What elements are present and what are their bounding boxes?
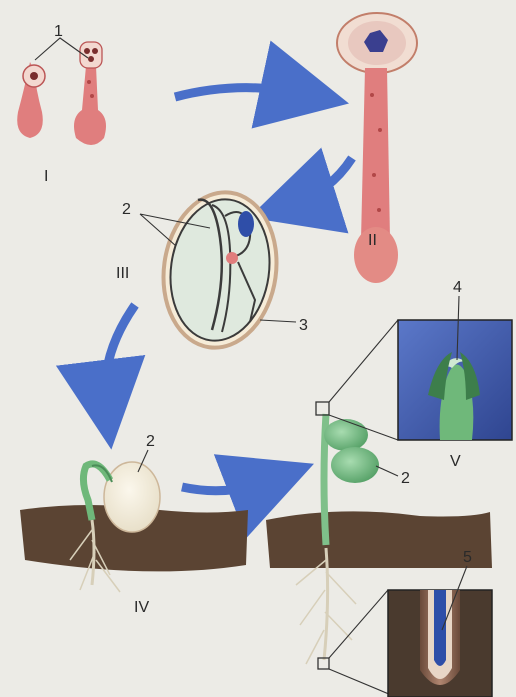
stage-label-iv: IV: [134, 599, 149, 616]
soil-right: [266, 511, 492, 568]
part-label-2-sprout: 2: [146, 433, 155, 450]
stage-label-i: I: [44, 168, 48, 185]
part-label-3: 3: [299, 317, 308, 334]
stage-label-iii: III: [116, 265, 129, 282]
label-3-leader: [260, 320, 296, 322]
pollen-grain-right: [74, 42, 106, 145]
label-2-leader-seedling: [376, 466, 398, 476]
stage-iii-seed-section: 2 3 III: [116, 185, 308, 355]
stage-label-v: V: [450, 453, 461, 470]
part-label-5: 5: [463, 549, 472, 566]
arrow-iv-to-seedling: [182, 480, 272, 491]
shoot-tip-marker: [316, 402, 329, 415]
part-label-1: 1: [54, 23, 63, 40]
pollen-grain-left: [17, 62, 45, 138]
part-label-2-seedling: 2: [401, 470, 410, 487]
stage-label-ii: II: [368, 232, 377, 249]
stage-i-pollen: 1 I: [17, 23, 106, 185]
arrow-i-to-ii: [175, 88, 305, 97]
part-label-4: 4: [453, 279, 462, 296]
part-label-2-seed: 2: [122, 201, 131, 218]
arrow-ii-to-iii: [292, 158, 352, 204]
inset-root-tip: 5: [329, 549, 492, 697]
arrow-iii-to-iv: [105, 305, 135, 405]
stage-ii-pollen-tube: II: [337, 13, 417, 283]
